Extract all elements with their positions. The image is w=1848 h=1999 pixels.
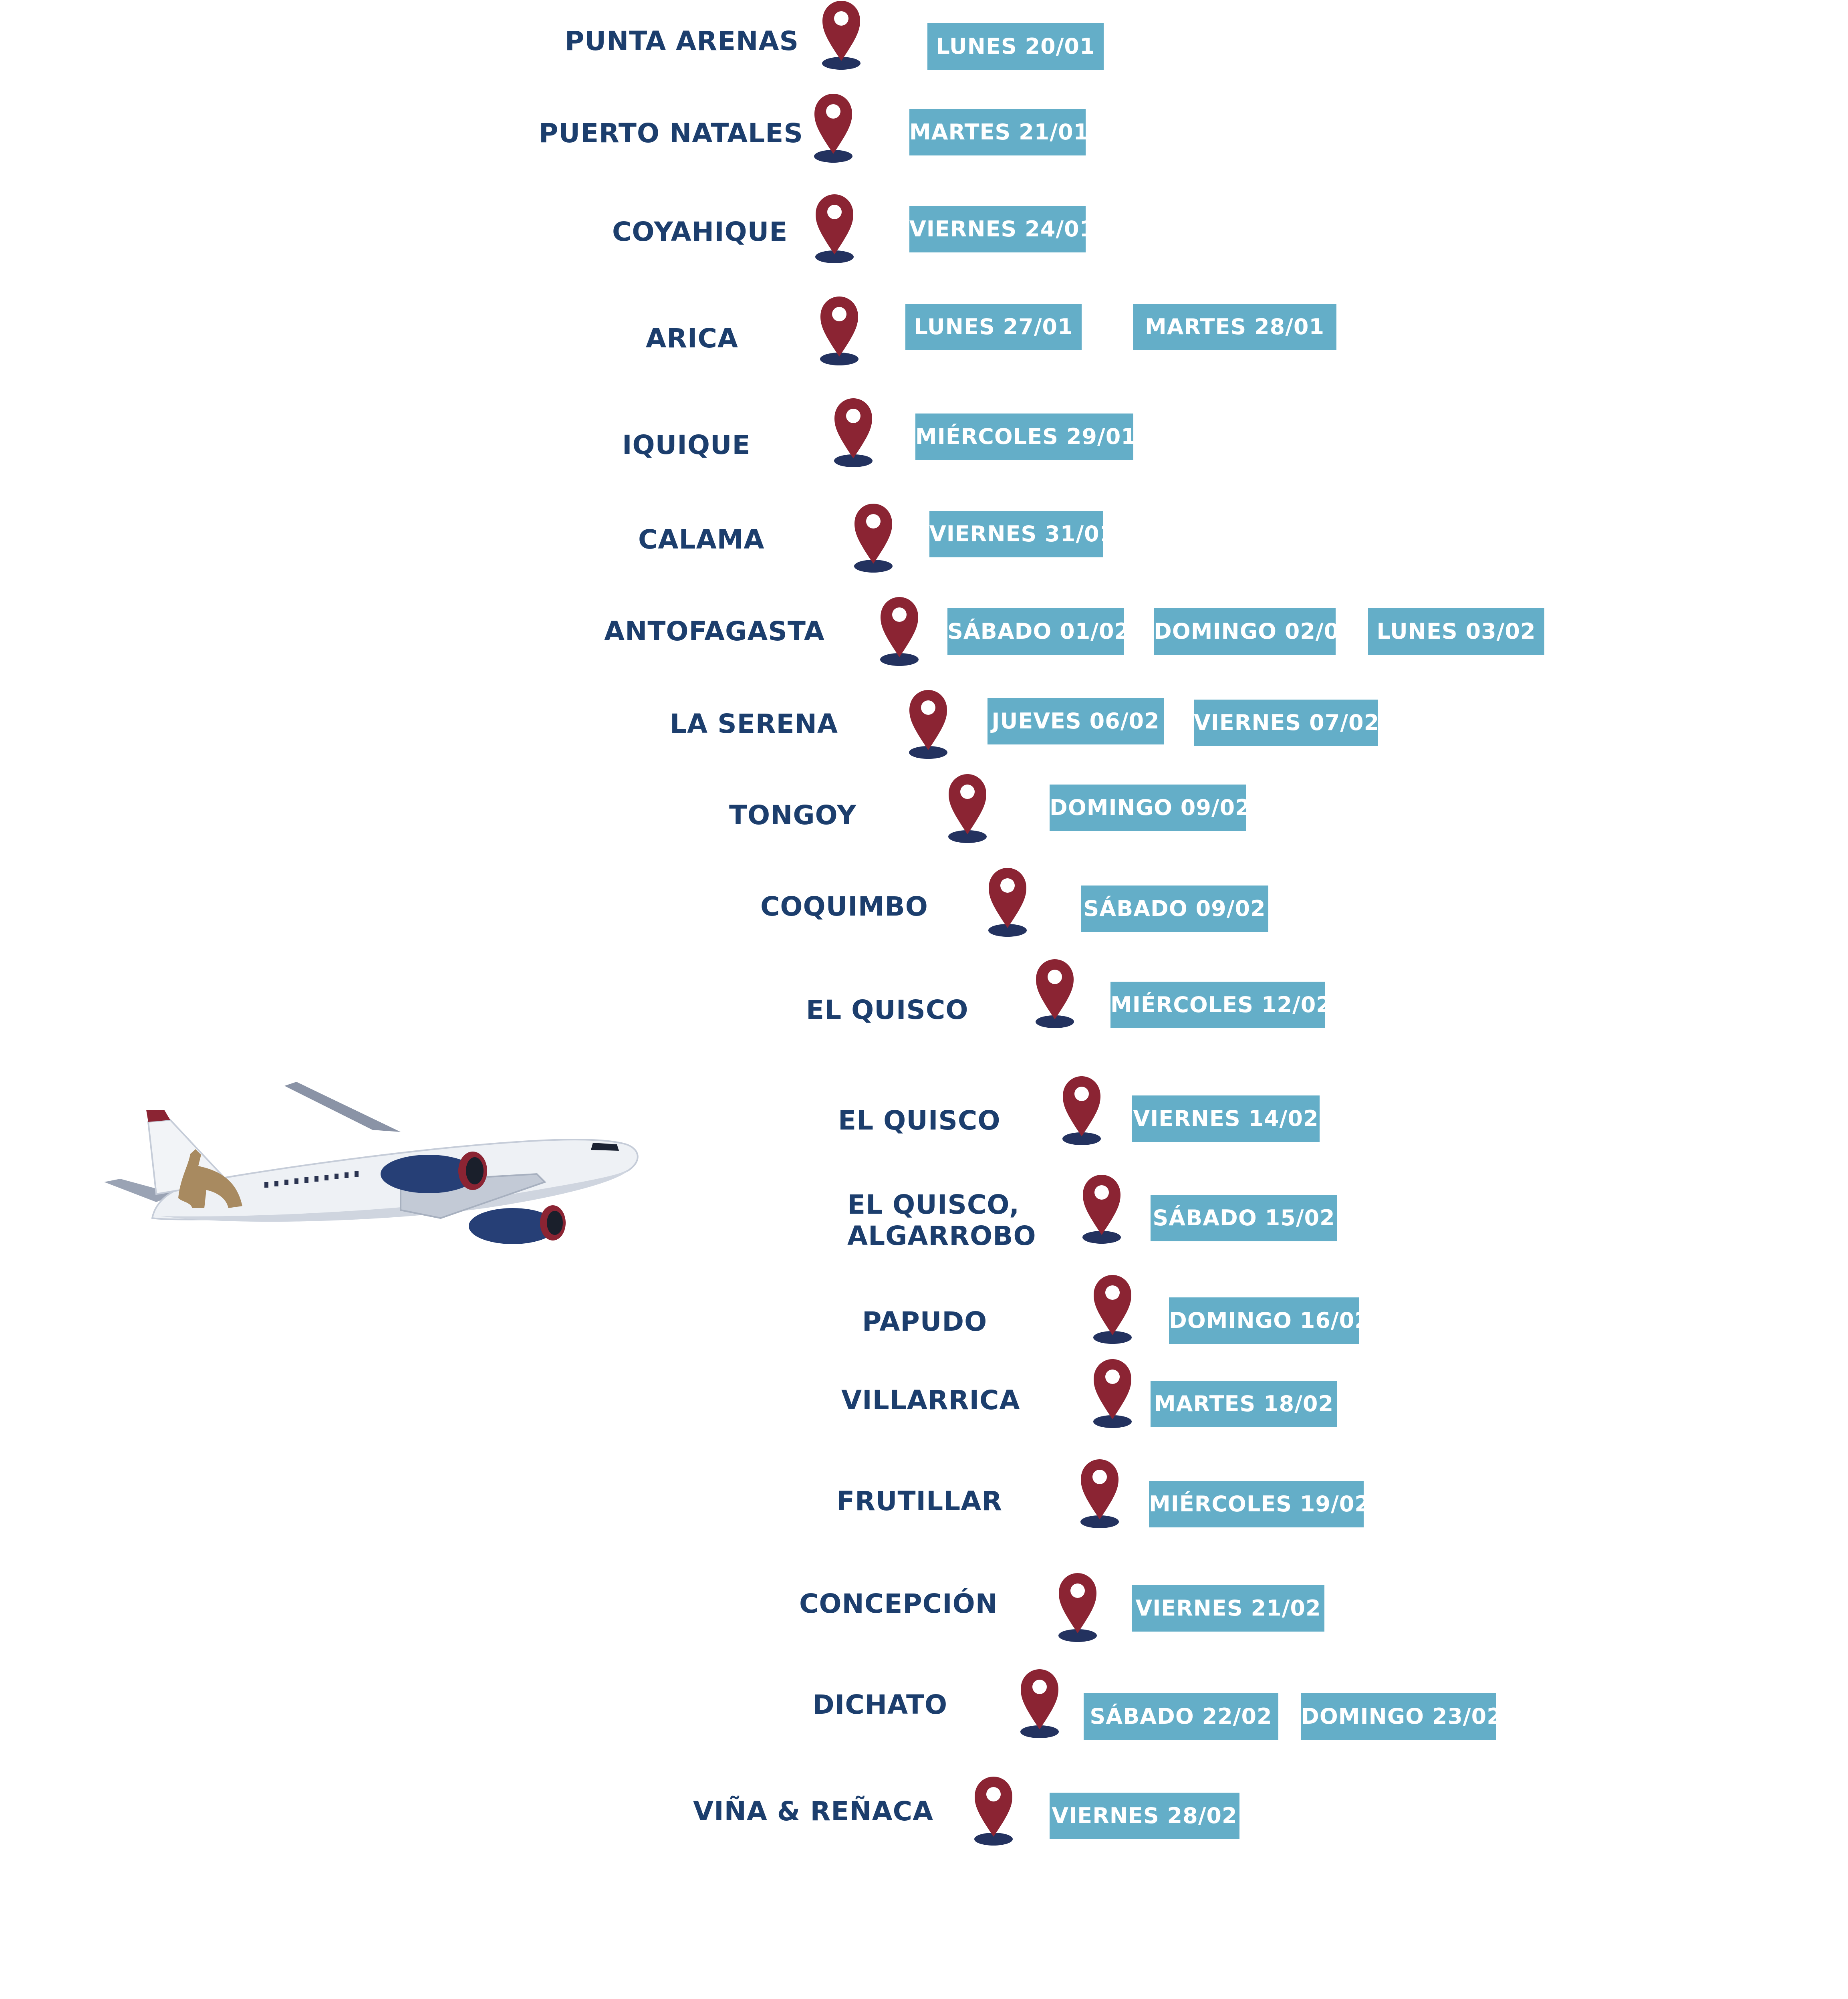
date-badge: JUEVES 06/02 [987, 698, 1164, 744]
map-pin-icon [815, 194, 854, 263]
city-label: TONGOY [729, 800, 857, 831]
city-label: CONCEPCIÓN [799, 1588, 998, 1619]
city-label: VILLARRICA [841, 1385, 1020, 1416]
city-label: COQUIMBO [760, 891, 928, 922]
date-badge: LUNES 20/01 [927, 23, 1104, 70]
map-pin-icon [988, 868, 1027, 937]
date-badge: VIERNES 31/01 [929, 511, 1114, 557]
city-label-line-2: ALGARROBO [847, 1220, 1036, 1251]
city-label: FRUTILLAR [836, 1486, 1003, 1517]
date-badge: MARTES 28/01 [1133, 304, 1336, 350]
date-badge: MIÉRCOLES 29/01 [915, 414, 1136, 460]
map-pin-icon [974, 1777, 1013, 1846]
city-label: CALAMA [638, 524, 765, 555]
city-label: COYAHIQUE [612, 216, 788, 247]
date-badge: DOMINGO 16/02 [1169, 1297, 1370, 1344]
map-pin-icon [822, 1, 861, 70]
city-label: EL QUISCO [838, 1105, 1001, 1136]
city-label: IQUIQUE [622, 430, 751, 460]
date-badge: LUNES 03/02 [1368, 608, 1544, 655]
city-label: EL QUISCO, [847, 1189, 1020, 1220]
city-label: PUNTA ARENAS [565, 26, 799, 56]
date-badge: SÁBADO 22/02 [1084, 1693, 1278, 1740]
date-badge: DOMINGO 23/02 [1301, 1693, 1502, 1740]
date-badge: VIERNES 14/02 [1132, 1095, 1320, 1142]
date-badge: SÁBADO 15/02 [1151, 1195, 1337, 1241]
map-pin-icon [854, 504, 893, 573]
city-label: VIÑA & REÑACA [693, 1796, 934, 1827]
map-pin-icon [834, 398, 873, 467]
city-label: EL QUISCO [806, 994, 969, 1025]
map-pin-icon [814, 94, 852, 163]
date-badge: VIERNES 24/01 [909, 206, 1094, 252]
date-badge: VIERNES 07/02 [1194, 700, 1379, 746]
date-badge: VIERNES 21/02 [1132, 1585, 1324, 1632]
map-pin-icon [1020, 1669, 1059, 1738]
map-pin-icon [948, 774, 987, 843]
date-badge: MARTES 21/01 [909, 109, 1088, 155]
city-label: PAPUDO [862, 1306, 987, 1337]
map-pin-icon [1080, 1459, 1119, 1528]
city-label: ARICA [646, 323, 738, 354]
map-pin-icon [909, 690, 947, 759]
map-pin-icon [1093, 1275, 1132, 1344]
map-pin-icon [1062, 1076, 1101, 1145]
city-label: DICHATO [812, 1689, 948, 1720]
date-badge: MARTES 18/02 [1151, 1381, 1337, 1427]
date-badge: SÁBADO 09/02 [1081, 886, 1268, 932]
date-badge: SÁBADO 01/02 [947, 608, 1129, 655]
city-label: PUERTO NATALES [539, 118, 803, 149]
map-pin-icon [1093, 1359, 1132, 1428]
date-badge: MIÉRCOLES 12/02 [1110, 982, 1331, 1028]
date-badge: VIERNES 28/02 [1050, 1793, 1239, 1839]
map-pin-icon [1058, 1573, 1097, 1642]
date-badge: DOMINGO 02/02 [1154, 608, 1354, 655]
city-label: ANTOFAGASTA [604, 616, 825, 647]
map-pin-icon [1082, 1175, 1121, 1244]
date-badge: DOMINGO 09/02 [1050, 785, 1250, 831]
map-pin-icon [820, 297, 859, 365]
airplane-icon [104, 1082, 639, 1244]
date-badge: MIÉRCOLES 19/02 [1149, 1481, 1370, 1527]
map-pin-icon [1036, 959, 1074, 1028]
city-label: LA SERENA [670, 708, 838, 739]
date-badge: LUNES 27/01 [905, 304, 1082, 350]
map-pin-icon [880, 597, 919, 666]
